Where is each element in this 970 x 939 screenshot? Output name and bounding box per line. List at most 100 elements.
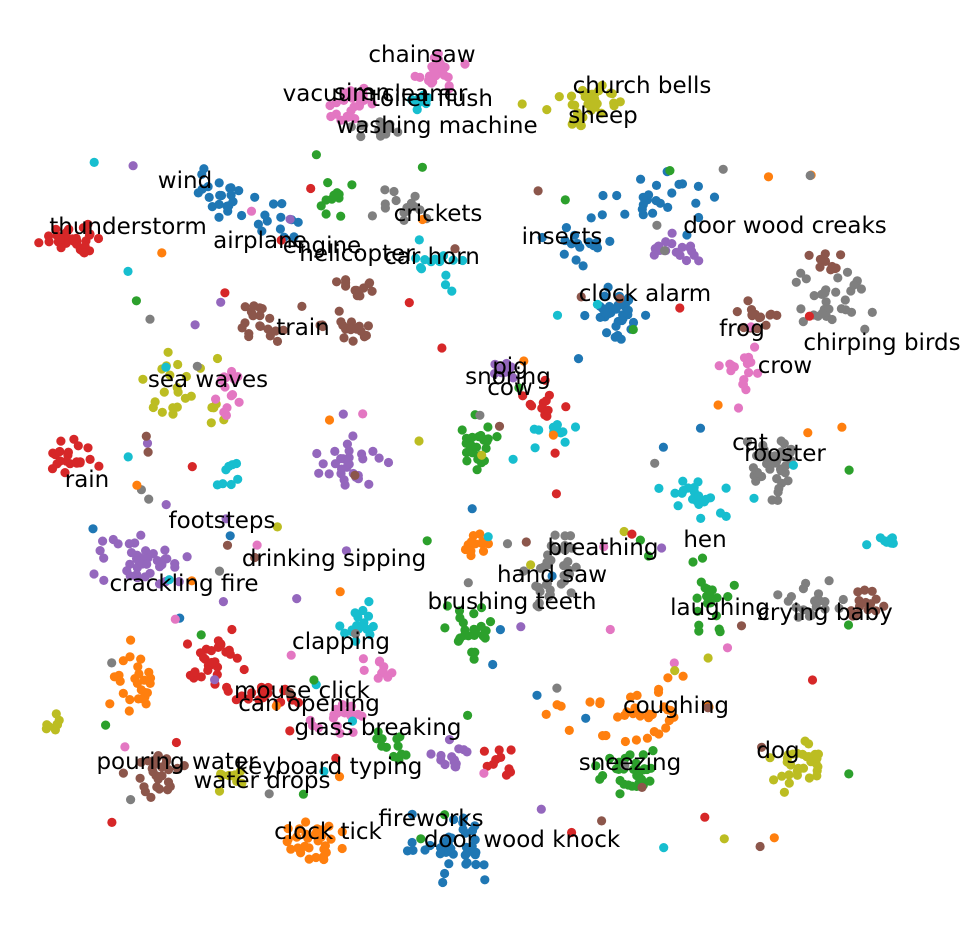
point-breathing <box>567 543 577 553</box>
point-crickets <box>367 211 377 221</box>
point-helicopter <box>341 275 351 285</box>
point-door-wood-knock <box>460 828 471 838</box>
point-noise <box>805 170 815 181</box>
point-mouse-click <box>126 635 136 645</box>
point-door-wood-creaks <box>586 213 596 223</box>
point-chirping-birds <box>796 268 806 278</box>
point-cow <box>558 427 568 437</box>
label-car-horn: car horn <box>384 244 480 270</box>
point-noise <box>350 470 360 480</box>
point-chirping-birds <box>836 304 847 314</box>
point-chainsaw <box>435 59 446 69</box>
point-train <box>255 321 265 331</box>
point-crackling-fire <box>157 560 167 570</box>
scatter-points <box>34 49 898 888</box>
point-noise <box>331 753 341 763</box>
point-clock-tick <box>300 841 310 851</box>
label-chirping-birds: chirping birds <box>803 330 960 356</box>
point-frog <box>747 310 757 320</box>
point-siren <box>354 101 364 111</box>
point-mouse-click <box>227 624 237 635</box>
point-noise <box>844 465 854 475</box>
point-airplane <box>289 232 299 242</box>
point-crying-baby <box>773 590 783 600</box>
point-noise <box>635 535 646 545</box>
point-sea-waves <box>219 372 229 382</box>
point-noise <box>657 543 667 553</box>
point-washing-machine <box>375 117 385 127</box>
point-noise <box>126 795 136 805</box>
point-crackling-fire <box>126 548 137 558</box>
point-chirping-birds <box>833 273 843 283</box>
label-dog: dog <box>756 738 799 764</box>
point-chainsaw <box>429 67 439 77</box>
point-church-bells <box>605 88 616 98</box>
point-train <box>297 301 307 311</box>
point-door-wood-creaks <box>681 255 692 266</box>
point-noise <box>132 480 142 490</box>
point-airplane <box>268 199 279 209</box>
point-door-wood-creaks <box>675 250 685 260</box>
point-clock-tick <box>337 827 347 837</box>
point-noise <box>519 356 529 366</box>
point-train <box>271 326 281 336</box>
point-fireworks <box>488 759 498 769</box>
point-noise <box>615 294 625 304</box>
point-cat <box>758 440 768 450</box>
point-sneezing <box>642 764 652 775</box>
point-breathing <box>559 576 570 586</box>
point-hand-saw <box>519 566 529 576</box>
point-crow <box>744 368 754 378</box>
point-frog <box>755 312 766 322</box>
point-breathing <box>546 541 556 551</box>
point-helicopter <box>332 277 342 287</box>
point-noise <box>309 675 319 685</box>
point-crackling-fire <box>99 553 109 563</box>
point-water-drops <box>237 778 247 788</box>
point-crickets <box>415 205 425 215</box>
point-thunderstorm <box>68 234 78 244</box>
point-airplane <box>257 226 267 236</box>
point-noise <box>567 827 577 838</box>
point-pouring-water <box>165 781 175 792</box>
point-door-wood-knock <box>470 850 480 860</box>
point-cat <box>742 437 753 447</box>
point-noise <box>803 428 813 438</box>
point-noise <box>652 220 662 230</box>
point-door-wood-creaks <box>649 250 659 260</box>
point-hand-saw <box>532 601 542 611</box>
point-coughing <box>620 736 631 747</box>
point-rooster <box>779 452 789 462</box>
point-clapping <box>365 629 375 640</box>
point-chirping-birds <box>804 250 814 260</box>
point-clock-tick <box>286 844 296 854</box>
point-noise <box>526 560 536 570</box>
point-noise <box>306 183 316 194</box>
point-can-opening <box>243 694 253 704</box>
point-cow <box>530 443 540 453</box>
point-noise <box>669 658 679 668</box>
label-door-wood-knock: door wood knock <box>424 827 621 853</box>
point-crackling-fire <box>140 572 150 582</box>
point-pouring-water <box>135 773 145 783</box>
point-sheep <box>576 120 586 131</box>
point-noise <box>128 161 138 171</box>
point-rain <box>94 461 104 471</box>
point-dog <box>793 763 804 774</box>
point-clock-tick <box>337 843 347 854</box>
point-cow <box>570 422 581 432</box>
point-insects <box>559 249 569 259</box>
point-thunderstorm <box>80 241 90 251</box>
point-crying-baby <box>820 604 830 614</box>
point-train <box>278 325 288 335</box>
point-noise <box>252 540 262 550</box>
point-noise <box>552 683 562 693</box>
label-airplane: airplane <box>213 228 307 254</box>
point-footsteps <box>233 474 243 484</box>
point-noise <box>516 622 526 632</box>
point-keyboard-typing <box>373 727 383 737</box>
point-sea-waves <box>227 390 238 400</box>
point-clapping <box>335 621 345 631</box>
label-hen: hen <box>683 527 726 553</box>
point-mouse-click <box>207 657 217 668</box>
